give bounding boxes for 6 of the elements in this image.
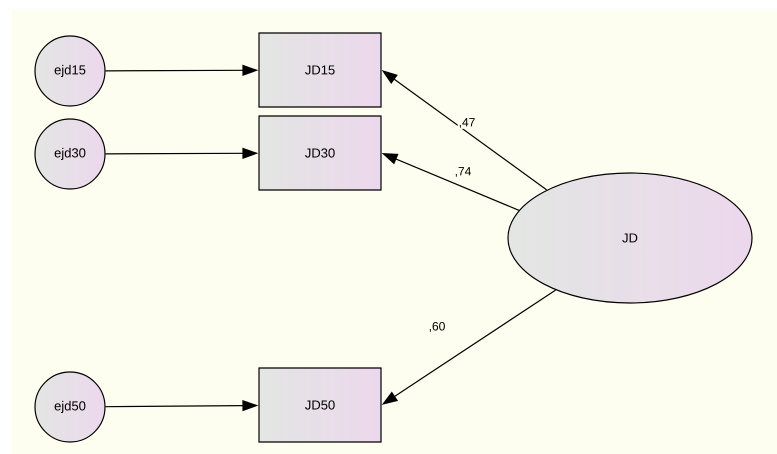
variable-box: JD15 — [258, 32, 382, 108]
edge-label: ,74 — [454, 166, 472, 178]
edge-label: ,47 — [458, 117, 476, 129]
edge-label: ,60 — [428, 321, 446, 333]
variable-box: JD30 — [258, 115, 382, 191]
variable-box: JD50 — [258, 367, 382, 443]
